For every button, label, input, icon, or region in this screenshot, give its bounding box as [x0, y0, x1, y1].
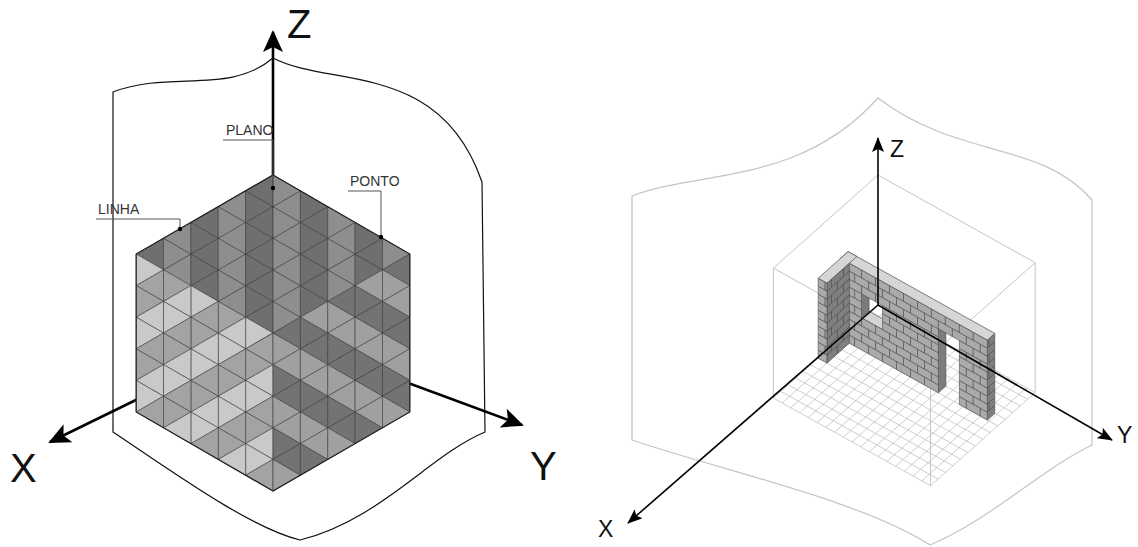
cube-triangle	[355, 412, 382, 444]
leader-dots	[178, 186, 383, 239]
wall-top	[841, 252, 995, 341]
floor-grid	[817, 329, 922, 422]
cube-triangle	[300, 191, 327, 223]
cube-triangle	[218, 444, 245, 476]
floor-grid	[931, 393, 1036, 486]
cube-triangle	[164, 222, 191, 254]
floor-grid	[863, 318, 1020, 406]
floor-grid	[896, 373, 1001, 466]
cube-triangle	[246, 459, 273, 491]
wireframe-box	[773, 175, 878, 268]
cube-triangle	[246, 175, 273, 207]
cube-triangle	[273, 459, 300, 491]
cube-triangle	[328, 428, 355, 460]
cube-triangle	[191, 428, 218, 460]
cube-triangle	[191, 207, 218, 239]
callout-label: PONTO	[350, 174, 400, 188]
brick	[825, 330, 827, 339]
cube-triangle	[383, 396, 410, 428]
floor-grid	[791, 315, 896, 408]
floor-grid	[841, 338, 998, 426]
axes	[50, 32, 522, 442]
brick	[825, 314, 827, 323]
floor-grid	[848, 332, 1005, 420]
triangle-cube	[136, 175, 410, 491]
callout-label: LINHA	[98, 202, 139, 216]
wavy-frame	[632, 98, 1092, 545]
wall-illustration	[773, 175, 1035, 486]
cube-triangle	[355, 222, 382, 254]
cube-outline	[136, 175, 410, 491]
cube-triangle	[328, 207, 355, 239]
wireframe-box	[773, 268, 774, 398]
floor-grid	[869, 359, 974, 452]
axis-label: X	[598, 518, 613, 541]
leader-lines	[96, 140, 381, 235]
cube-triangle	[218, 191, 245, 223]
axes	[628, 138, 1112, 523]
wireframe-box	[773, 268, 930, 356]
cube-triangle	[273, 175, 300, 207]
floor-grid	[808, 324, 913, 417]
cube-triangle	[164, 412, 191, 444]
axis-label: Z	[890, 138, 904, 161]
floor-grid	[861, 354, 966, 447]
wavy-frame	[113, 58, 485, 540]
axis-label: Y	[1117, 424, 1132, 447]
brick	[862, 318, 876, 334]
floor-grid	[904, 378, 1009, 471]
floor-grid	[913, 383, 1018, 476]
wireframe-box	[878, 175, 1035, 263]
cube-triangle	[136, 396, 163, 428]
callout-label: PLANO	[226, 123, 273, 137]
floor-grid	[782, 310, 887, 403]
axis-label: Y	[530, 446, 557, 486]
floor-grid	[843, 344, 948, 437]
door-jamb	[938, 322, 946, 393]
wireframe-box	[1035, 263, 1036, 393]
brick	[825, 282, 827, 291]
cube-triangle	[300, 444, 327, 476]
wall-top	[818, 252, 857, 284]
floor-grid	[826, 334, 931, 427]
floor-grid	[800, 320, 905, 413]
axis-label: Z	[287, 4, 311, 44]
axis-label: X	[10, 448, 37, 488]
brick	[825, 298, 827, 307]
floor-grid	[922, 388, 1027, 481]
floor-grid	[835, 339, 940, 432]
